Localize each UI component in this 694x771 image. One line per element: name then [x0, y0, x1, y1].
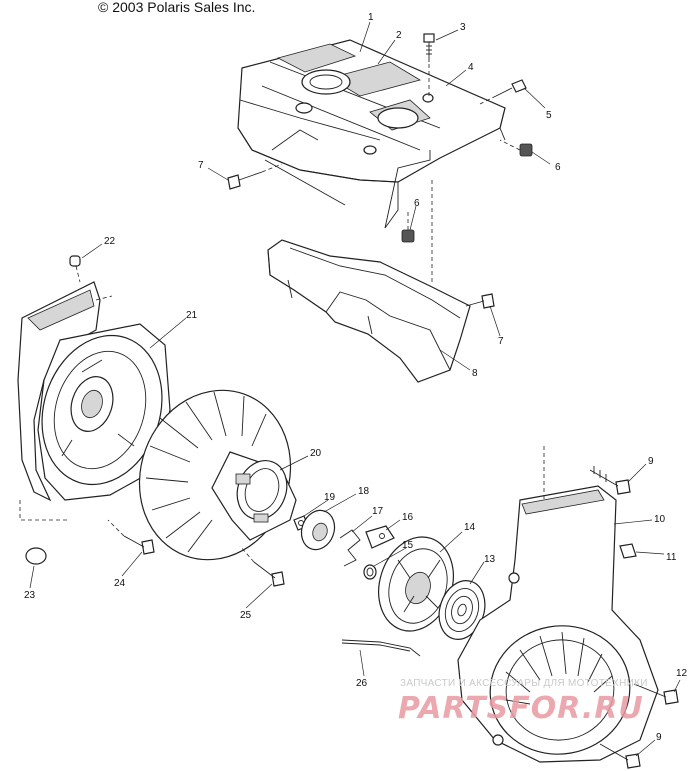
lower-shroud — [267, 180, 471, 383]
nut-11 — [619, 543, 637, 559]
leader-lines — [29, 21, 681, 757]
fan-housing-left — [17, 281, 171, 521]
grommet-6-lower — [401, 212, 415, 243]
callout-23: 23 — [24, 590, 36, 601]
callout-15: 15 — [402, 540, 414, 551]
callout-18: 18 — [358, 486, 370, 497]
callout-14: 14 — [464, 522, 476, 533]
rope-26 — [341, 639, 421, 657]
bolt-25 — [239, 545, 285, 587]
bolt-24 — [107, 519, 155, 555]
copyright-text: © 2003 Polaris Sales Inc. — [98, 0, 255, 15]
pulley-18 — [300, 509, 336, 551]
fan-wheel — [138, 389, 297, 561]
recoil-housing — [457, 446, 659, 763]
watermark-brand: PARTSFOR.RU — [398, 691, 644, 726]
reel-14 — [378, 536, 454, 632]
plug-23 — [25, 547, 47, 565]
callout-9-upper: 9 — [648, 456, 654, 467]
callouts: 1 2 3 4 5 6 7 6 7 8 9 10 11 12 9 13 14 1… — [24, 12, 688, 743]
bolt-12 — [633, 683, 679, 705]
upper-shroud — [237, 39, 506, 229]
bolt-9-lower — [599, 743, 641, 769]
bolt-5 — [479, 79, 527, 105]
callout-6-upper: 6 — [555, 162, 561, 173]
callout-1: 1 — [368, 12, 374, 23]
bolt-7-left — [227, 163, 283, 190]
callout-25: 25 — [240, 610, 252, 621]
callout-26: 26 — [356, 678, 368, 689]
callout-19: 19 — [324, 492, 336, 503]
callout-24: 24 — [114, 578, 126, 589]
callout-7-left: 7 — [198, 160, 204, 171]
callout-2: 2 — [396, 30, 402, 41]
callout-5: 5 — [546, 110, 552, 121]
callout-6-lower: 6 — [414, 198, 420, 209]
callout-16: 16 — [402, 512, 414, 523]
callout-22: 22 — [104, 236, 116, 247]
watermark: ЗАПЧАСТИ И АКСЕССУАРЫ ДЛЯ МОТОТЕХНИКИ PA… — [398, 678, 648, 726]
ring-15 — [363, 564, 377, 580]
spring-17 — [339, 529, 361, 567]
pawl-16 — [365, 525, 395, 549]
bolt-7-right — [465, 293, 495, 309]
callout-11: 11 — [666, 552, 677, 563]
callout-21: 21 — [186, 310, 198, 321]
callout-20: 20 — [310, 448, 322, 459]
watermark-caption: ЗАПЧАСТИ И АКСЕССУАРЫ ДЛЯ МОТОТЕХНИКИ — [400, 678, 648, 689]
callout-4: 4 — [468, 62, 474, 73]
callout-7-right: 7 — [498, 336, 504, 347]
cap-22 — [69, 255, 81, 283]
callout-8: 8 — [472, 368, 478, 379]
callout-3: 3 — [460, 22, 466, 33]
bolt-3 — [423, 33, 435, 96]
callout-9-lower: 9 — [656, 732, 662, 743]
callout-10: 10 — [654, 514, 666, 525]
grommet-6-upper — [499, 139, 533, 157]
callout-12: 12 — [676, 668, 688, 679]
bolt-9-upper — [589, 466, 631, 495]
callout-13: 13 — [484, 554, 496, 565]
callout-17: 17 — [372, 506, 384, 517]
